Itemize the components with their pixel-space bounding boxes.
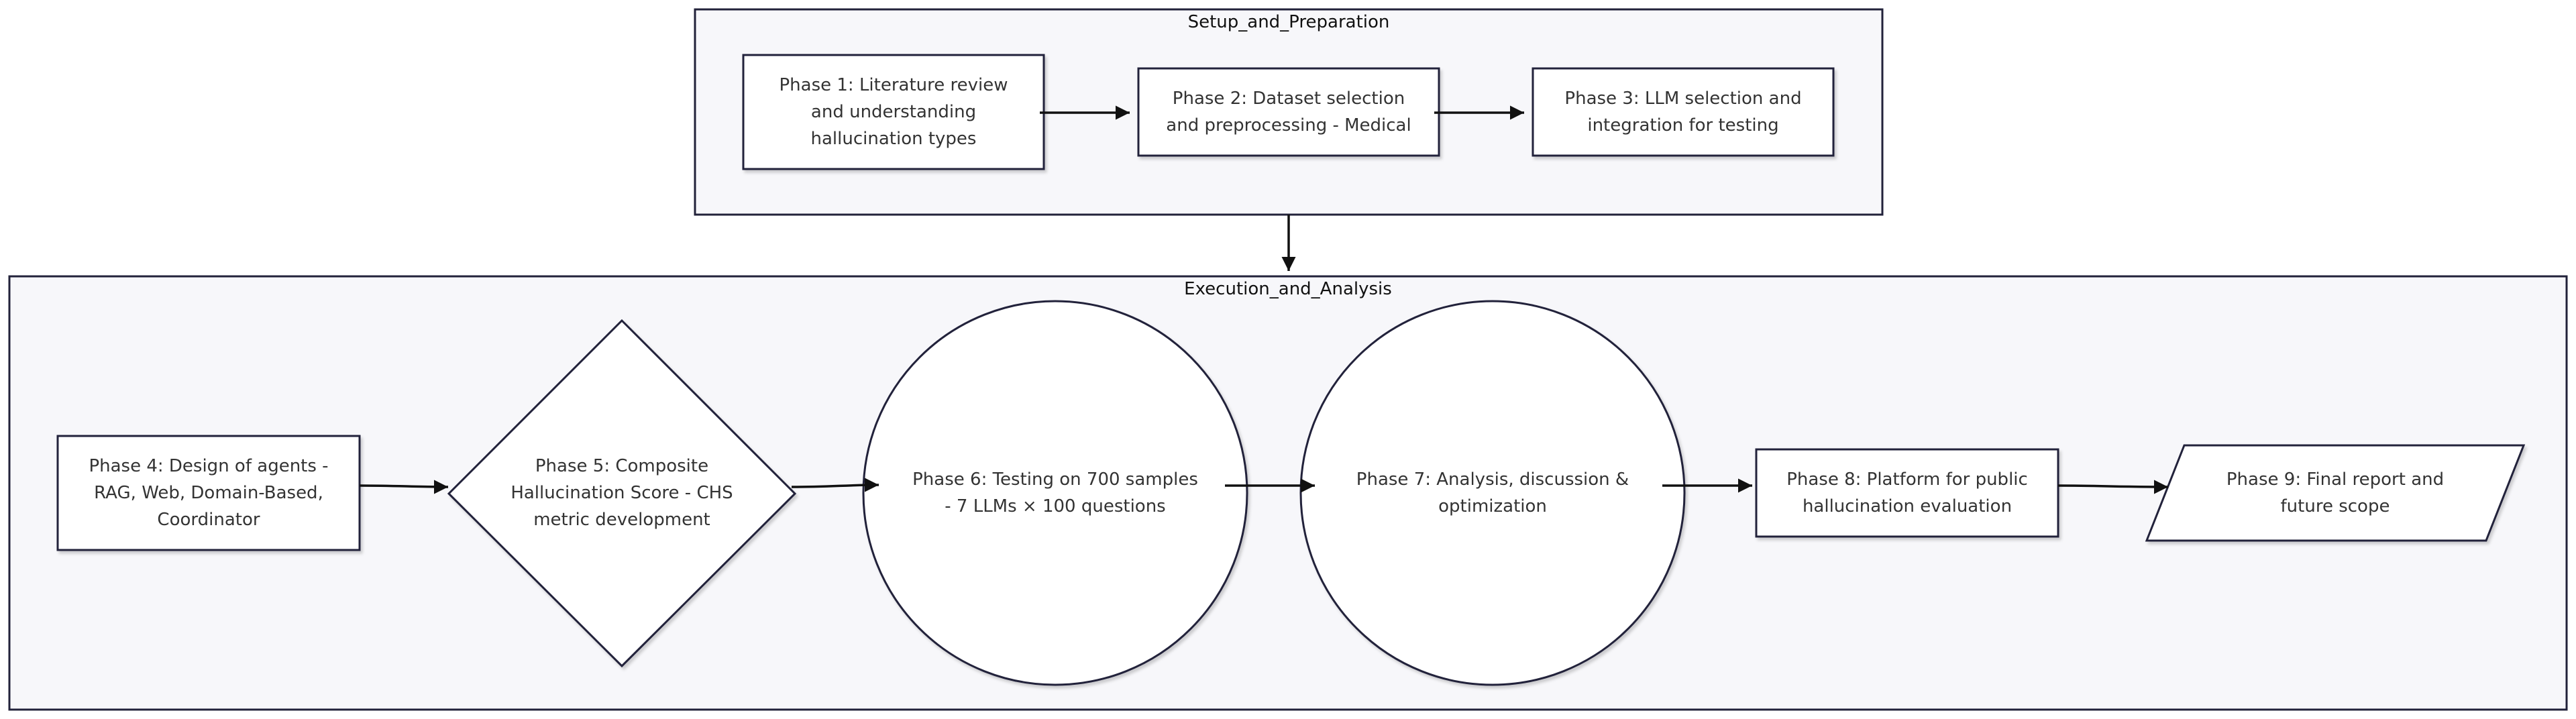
phase5-label: Phase 5: Composite Hallucination Score -… — [511, 456, 733, 530]
phase4-label: Phase 4: Design of agents - RAG, Web, Do… — [89, 456, 329, 530]
edge-p4-p5 — [359, 480, 449, 494]
phase9-parallelogram — [2145, 444, 2526, 542]
phase1-box — [742, 54, 1045, 170]
phase8-box — [1755, 448, 2059, 538]
phase4-box — [56, 435, 361, 551]
phase6-label: Phase 6: Testing on 700 samples - 7 LLMs… — [912, 469, 1198, 516]
phase7-label: Phase 7: Analysis, discussion & optimiza… — [1356, 469, 1629, 516]
group-label-setup: Setup_and_Preparation — [1187, 12, 1390, 32]
phase3-label: Phase 3: LLM selection and integration f… — [1564, 89, 1802, 135]
phase5-diamond — [447, 319, 797, 668]
phase9-label: Phase 9: Final report and future scope — [2226, 469, 2445, 516]
phase3-box — [1532, 67, 1835, 157]
edge-p5-p6 — [791, 478, 879, 492]
phase2-label: Phase 2: Dataset selection and preproces… — [1166, 89, 1411, 135]
phase1-label: Phase 1: Literature review and understan… — [779, 75, 1008, 149]
phase7-circle — [1299, 300, 1686, 686]
phase6-circle — [862, 300, 1248, 686]
edges — [359, 105, 2169, 494]
group-label-execution: Execution_and_Analysis — [1184, 279, 1392, 299]
phase8-label: Phase 8: Platform for public hallucinati… — [1786, 469, 2028, 516]
phase2-box — [1137, 67, 1440, 157]
edge-p8-p9 — [2057, 480, 2169, 494]
